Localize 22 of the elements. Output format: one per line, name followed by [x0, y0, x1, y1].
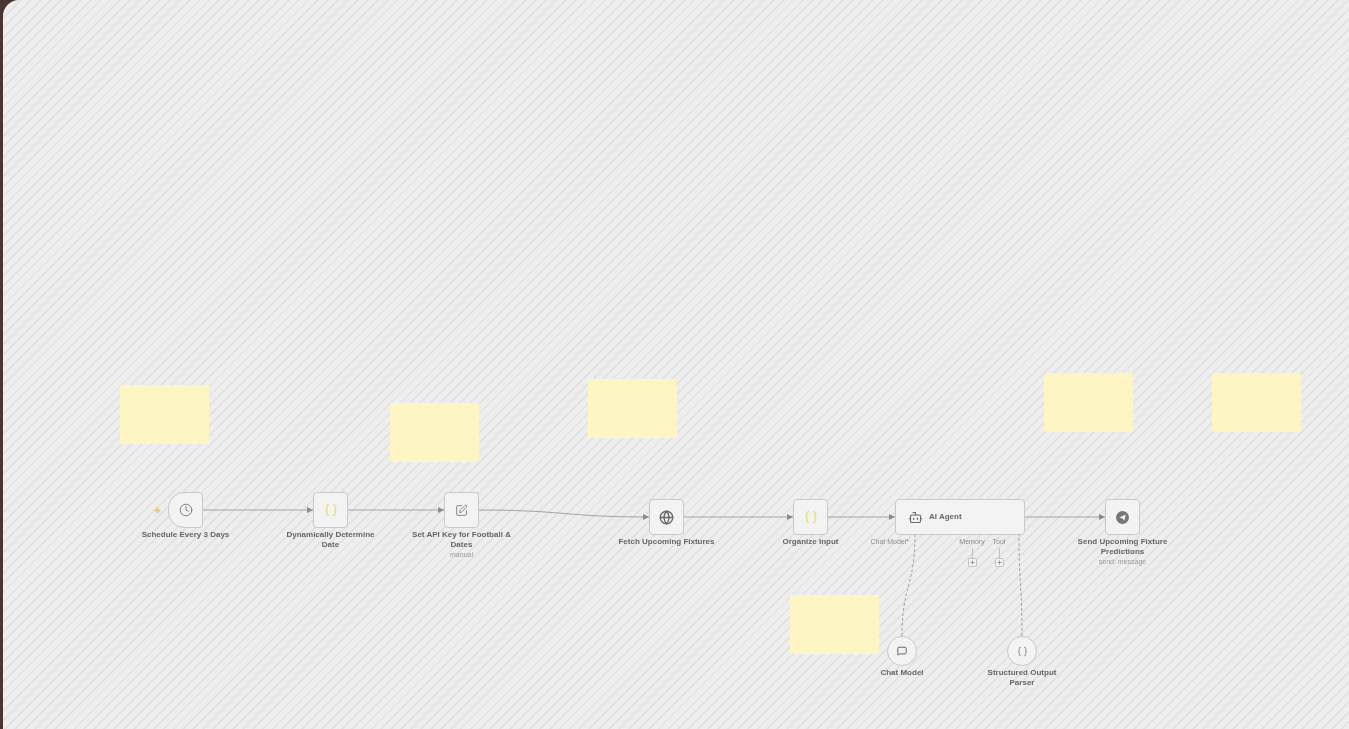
connector-line: [901, 534, 916, 637]
sticky-note: [588, 379, 677, 438]
node-label: Set API Key for Football & Dates: [411, 530, 512, 550]
connector-arrow: [683, 514, 794, 520]
node-label: Fetch Upcoming Fixtures: [618, 537, 715, 547]
node-label: Organize Input: [782, 537, 839, 547]
node-label: AI Agent: [929, 512, 962, 522]
node-label: Send Upcoming Fixture Predictions: [1076, 537, 1169, 557]
node-label: Dynamically Determine Date: [285, 530, 376, 550]
node-label: Structured Output Parser: [986, 668, 1058, 688]
connector-arrow: [202, 507, 314, 513]
sticky-note: [390, 403, 479, 462]
sticky-note: [790, 595, 879, 654]
sticky-note: [1044, 373, 1133, 432]
connector-arrow: [1024, 514, 1106, 520]
connector-arrow: [827, 514, 896, 520]
node-label: Chat Model: [880, 668, 924, 678]
sticky-note: [1212, 373, 1301, 432]
sticky-note: [120, 385, 209, 444]
connector-arrow: [478, 509, 650, 520]
connector-arrow: [347, 507, 445, 513]
node-label: Schedule Every 3 Days: [141, 530, 230, 540]
